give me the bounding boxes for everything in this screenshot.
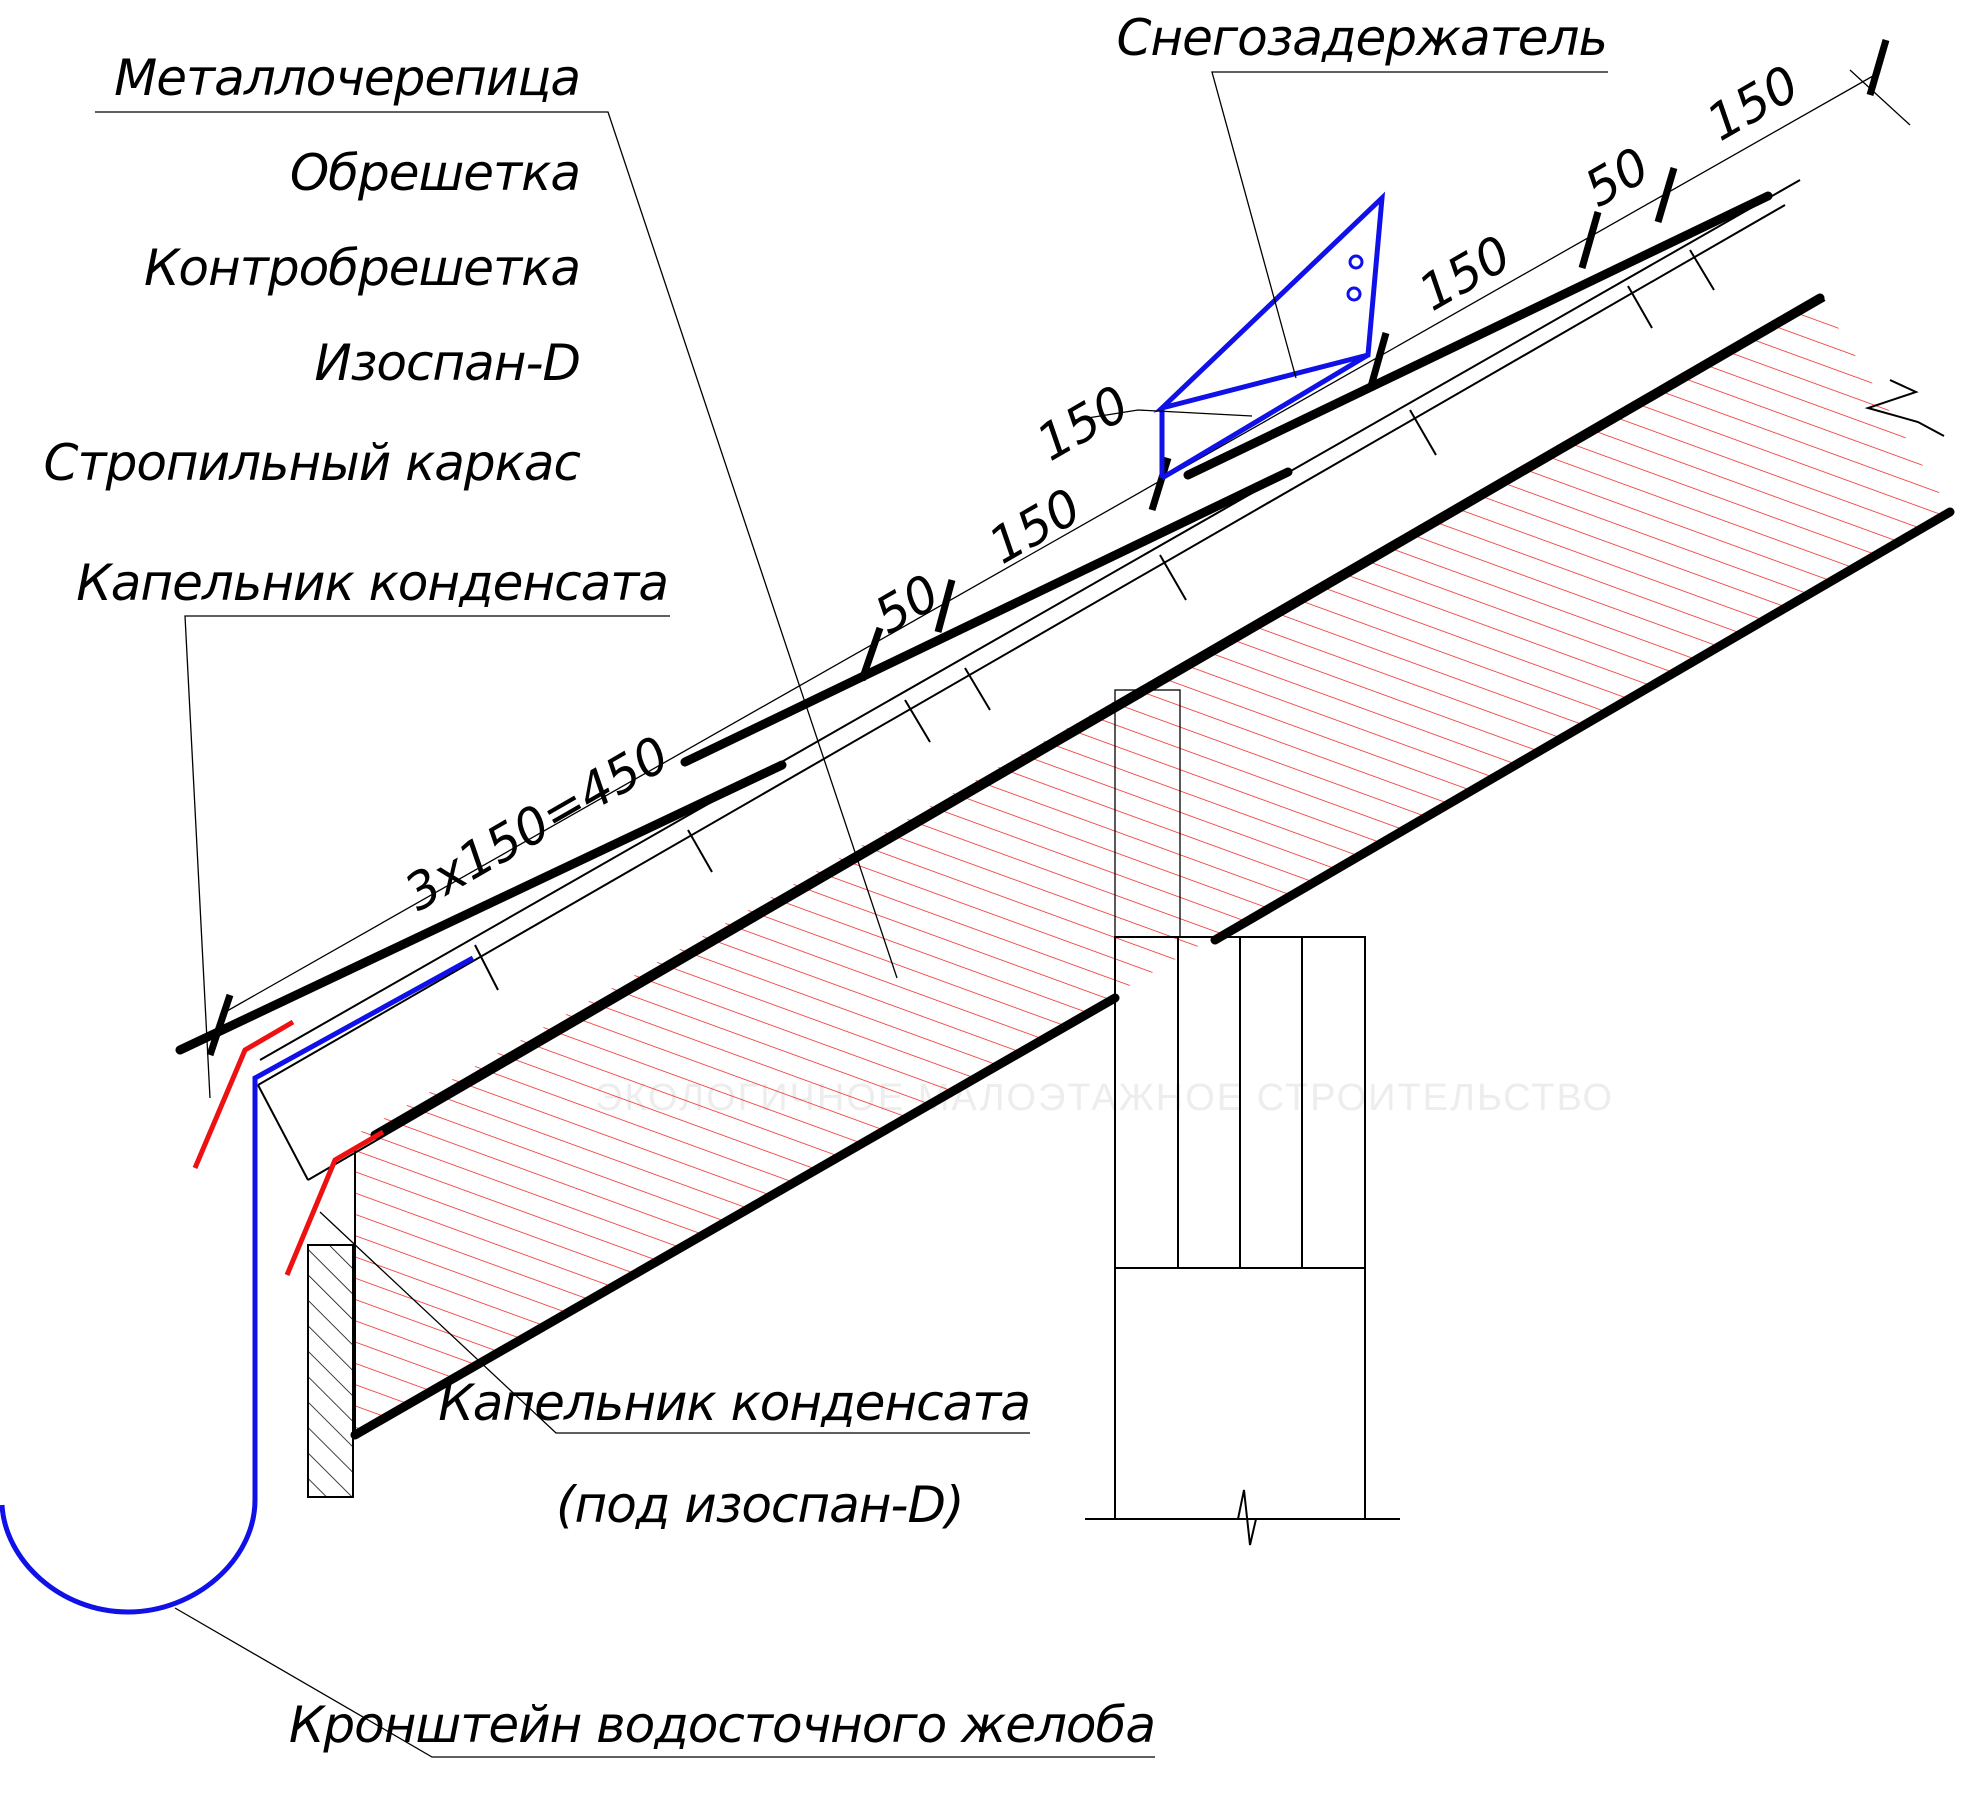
label-drip-bottom: Капельник конденсата xyxy=(438,1374,1030,1432)
drip-edges xyxy=(192,1019,385,1276)
wall-break-mark xyxy=(1085,1489,1400,1546)
leader-drip-top xyxy=(184,615,670,1099)
label-metal-tile: Металлочерепица xyxy=(114,49,580,107)
dim-tick-1 xyxy=(206,993,234,1057)
leader-snow-guard-base xyxy=(1074,409,1253,421)
leader-snow-guard xyxy=(1211,71,1608,379)
leader-drip-bottom xyxy=(319,1211,1030,1434)
rafter xyxy=(350,293,1955,1440)
dim-tick-5 xyxy=(1366,332,1390,391)
label-drip-bottom-note: (под изоспан-D) xyxy=(556,1476,964,1534)
rafter-break-mark xyxy=(1864,379,1945,437)
dim-tick-7 xyxy=(1654,167,1678,223)
leader-gutter-bracket xyxy=(174,1607,1155,1758)
wall-block xyxy=(1085,689,1400,1546)
dim-label-4: 150 xyxy=(1027,374,1139,472)
label-counter-batten: Контробрешетка xyxy=(144,239,580,297)
rafter-top-edge xyxy=(370,293,1825,1140)
rafter-bottom-edge-left xyxy=(350,993,1120,1440)
dimension-chain xyxy=(206,39,1911,1057)
fascia-board xyxy=(307,1244,354,1498)
snow-guard-hole-1 xyxy=(1348,254,1364,270)
battens xyxy=(259,179,1801,1061)
dim-tick-3 xyxy=(934,579,956,633)
label-membrane: Изоспан-D xyxy=(314,334,580,392)
label-rafter-frame: Стропильный каркас xyxy=(44,434,581,492)
leader-lines xyxy=(95,71,1608,1758)
label-gutter-bracket: Кронштейн водосточного желоба xyxy=(289,1696,1155,1754)
label-drip-top: Капельник конденсата xyxy=(76,554,668,612)
label-snow-guard: Снегозадержатель xyxy=(1116,9,1607,67)
counter-batten xyxy=(257,204,1826,1181)
label-batten: Обрешетка xyxy=(290,144,580,202)
dim-label-3: 150 xyxy=(979,477,1091,575)
dim-tick-2 xyxy=(858,626,884,682)
gutter-bracket xyxy=(0,955,475,1615)
dim-tick-4 xyxy=(1148,456,1172,512)
snow-guard-hole-2 xyxy=(1346,286,1362,302)
dimension-line xyxy=(219,71,1881,1016)
rafter-hatch xyxy=(355,298,1950,1435)
leader-metal-tile xyxy=(95,111,898,979)
metal-tile-sheets xyxy=(175,191,1773,1055)
dim-label-1: 3x150=450 xyxy=(395,725,679,922)
dim-tick-8 xyxy=(1866,39,1890,96)
dim-label-7: 150 xyxy=(1697,54,1809,152)
drip-top xyxy=(192,1019,295,1169)
rafter-bottom-edge-right xyxy=(1210,507,1955,945)
drip-bottom xyxy=(284,1129,385,1276)
dim-tick-6 xyxy=(1578,211,1602,269)
dim-label-6: 50 xyxy=(1575,136,1659,218)
snow-guard xyxy=(1153,191,1386,481)
